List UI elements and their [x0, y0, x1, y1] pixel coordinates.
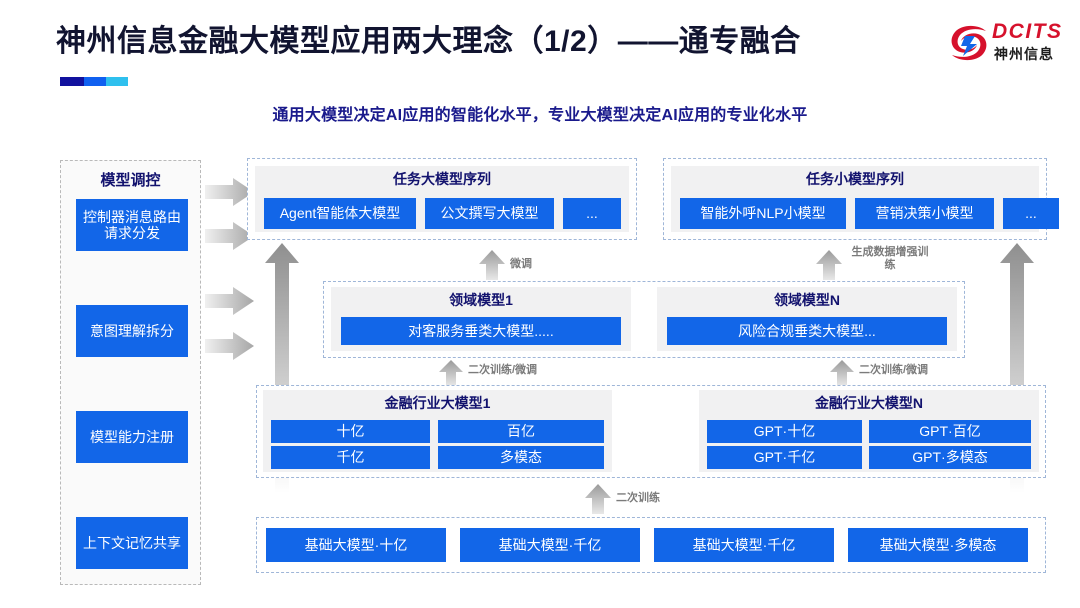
industry-box-100b[interactable]: 千亿 — [271, 446, 430, 469]
arrow-label-data-aug: 生成数据增强训练 — [851, 246, 929, 271]
domain-box-risk-compliance[interactable]: 风险合规垂类大模型... — [667, 317, 947, 345]
task-panel-1-title: 任务大模型序列 — [393, 171, 491, 187]
industry-box-gpt-100b[interactable]: GPT·千亿 — [707, 446, 862, 469]
industry-panel-1: 金融行业大模型1 十亿 百亿 千亿 多模态 — [263, 390, 612, 472]
domain-panel-1: 领域模型1 对客服务垂类大模型..... — [331, 287, 631, 351]
industry-panel-1-title: 金融行业大模型1 — [384, 395, 491, 411]
foundation-box-100b-b[interactable]: 基础大模型·千亿 — [654, 528, 834, 562]
industry-box-gpt-multimodal[interactable]: GPT·多模态 — [869, 446, 1031, 469]
arrow-label-retrain-tune-left: 二次训练/微调 — [468, 364, 538, 376]
flow-arrow-up-tall-left — [265, 243, 299, 493]
domain-panel-2: 领域模型N 风险合规垂类大模型... — [657, 287, 957, 351]
task-box-document-writing[interactable]: 公文撰写大模型 — [425, 198, 554, 229]
sidebar-item-capability-registry[interactable]: 模型能力注册 — [76, 411, 188, 463]
foundation-box-1b[interactable]: 基础大模型·十亿 — [266, 528, 446, 562]
industry-box-multimodal[interactable]: 多模态 — [438, 446, 604, 469]
flow-arrow-right-1 — [205, 178, 254, 206]
page-title: 神州信息金融大模型应用两大理念（1/2）——通专融合 — [56, 25, 801, 58]
sidebar-item-context-memory-share[interactable]: 上下文记忆共享 — [76, 517, 188, 569]
task-panel-2-title: 任务小模型序列 — [806, 171, 904, 187]
task-panel-2: 任务小模型序列 智能外呼NLP小模型 营销决策小模型 ... — [671, 166, 1059, 232]
flow-arrow-up-retrain-left — [439, 360, 463, 386]
accent-bar-segment-1 — [60, 77, 85, 86]
flow-arrow-right-2 — [205, 222, 254, 250]
task-box-more-2[interactable]: ... — [1003, 198, 1059, 229]
logo-brand-text: DCITS — [992, 20, 1063, 43]
flow-arrow-up-retrain-center — [585, 484, 611, 514]
industry-panel-2: 金融行业大模型N GPT·十亿 GPT·百亿 GPT·千亿 GPT·多模态 — [699, 390, 1039, 472]
flow-arrow-right-4 — [205, 332, 254, 360]
flow-arrow-up-fine-tune — [479, 250, 505, 280]
sidebar-panel: 模型调控 控制器消息路由请求分发 意图理解拆分 模型能力注册 上下文记忆共享 — [60, 160, 201, 585]
flow-arrow-up-tall-right — [1000, 243, 1034, 493]
arrow-label-retrain-tune-right: 二次训练/微调 — [859, 364, 929, 376]
arrow-label-retrain: 二次训练 — [616, 492, 660, 504]
flow-arrow-up-retrain-right — [830, 360, 854, 386]
task-box-agent[interactable]: Agent智能体大模型 — [264, 198, 416, 229]
domain-panel-1-title: 领域模型1 — [449, 292, 513, 308]
page-subtitle: 通用大模型决定AI应用的智能化水平，专业大模型决定AI应用的专业化水平 — [272, 107, 808, 124]
arrow-label-fine-tune: 微调 — [510, 258, 532, 270]
sidebar-title: 模型调控 — [100, 172, 161, 189]
industry-box-gpt-1b[interactable]: GPT·十亿 — [707, 420, 862, 443]
accent-bar-segment-2 — [84, 77, 107, 86]
accent-bar-segment-3 — [106, 77, 128, 86]
dcits-swirl-icon — [951, 25, 987, 61]
flow-arrow-up-data-aug — [816, 250, 842, 280]
task-box-more-1[interactable]: ... — [563, 198, 621, 229]
flow-arrow-right-3 — [205, 287, 254, 315]
accent-bar — [60, 77, 128, 86]
task-box-marketing-decision[interactable]: 营销决策小模型 — [855, 198, 994, 229]
logo-brand-cn-text: 神州信息 — [994, 46, 1054, 62]
task-panel-1: 任务大模型序列 Agent智能体大模型 公文撰写大模型 ... — [255, 166, 629, 232]
sidebar-item-controller-routing[interactable]: 控制器消息路由请求分发 — [76, 199, 188, 251]
domain-panel-2-title: 领域模型N — [773, 292, 841, 308]
industry-box-gpt-10b[interactable]: GPT·百亿 — [869, 420, 1031, 443]
domain-box-customer-service[interactable]: 对客服务垂类大模型..... — [341, 317, 621, 345]
industry-box-10b[interactable]: 百亿 — [438, 420, 604, 443]
sidebar-item-intent-understanding[interactable]: 意图理解拆分 — [76, 305, 188, 357]
task-box-nlp-outbound[interactable]: 智能外呼NLP小模型 — [680, 198, 846, 229]
dcits-logo: DCITS 神州信息 — [948, 18, 1072, 72]
industry-panel-2-title: 金融行业大模型N — [814, 395, 924, 411]
foundation-box-100b-a[interactable]: 基础大模型·千亿 — [460, 528, 640, 562]
industry-box-1b[interactable]: 十亿 — [271, 420, 430, 443]
foundation-box-multimodal[interactable]: 基础大模型·多模态 — [848, 528, 1028, 562]
